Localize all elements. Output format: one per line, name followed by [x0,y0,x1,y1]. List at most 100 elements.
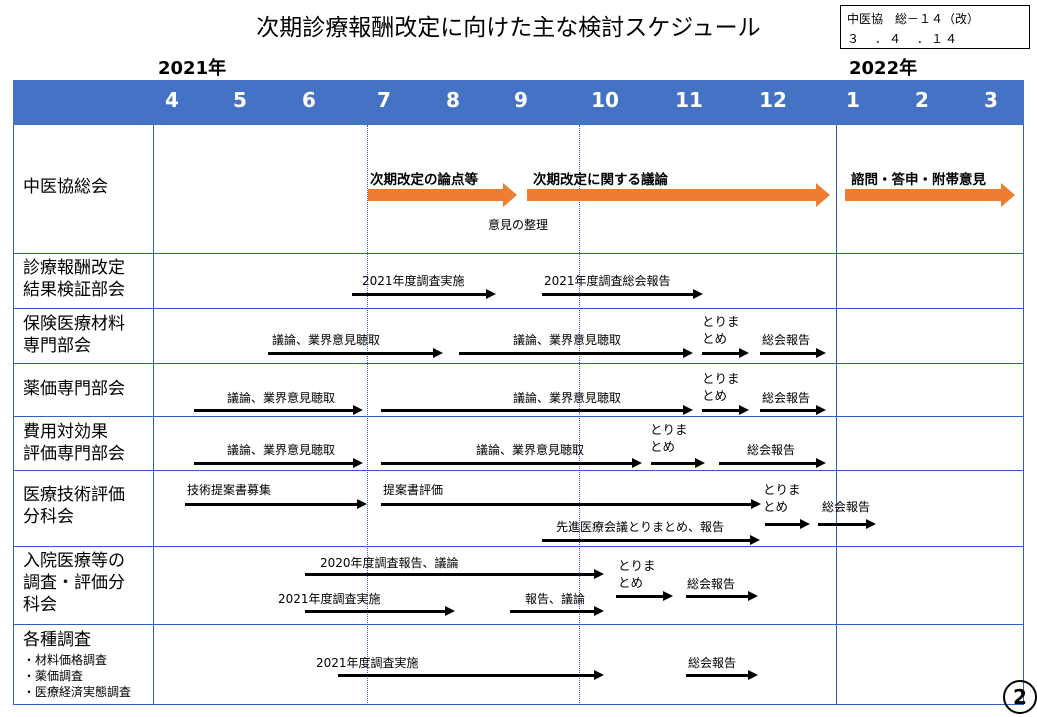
orange-timeline-arrow [368,183,517,207]
timeline-arrow [765,519,810,529]
timeline-arrow [686,670,758,680]
timeline-arrow [760,348,826,358]
timeline-arrow [542,535,760,545]
row-label: 各種調査 [23,630,91,650]
timeline-label: 提案書評価 [383,483,444,497]
timeline-label: 報告、議論 [525,592,586,606]
timeline-arrow [616,591,673,601]
month-label: 9 [514,88,528,112]
row-divider [13,416,1024,417]
timeline-arrow [702,405,749,415]
timeline-label: 2021年度調査総会報告 [544,274,671,288]
row-divider [13,470,1024,471]
orange-timeline-arrow [845,183,1015,207]
month-label: 2 [915,88,929,112]
timeline-arrow [459,348,693,358]
timeline-label: 2021年度調査実施 [362,274,465,288]
row-label: 薬価専門部会 [23,379,125,399]
month-label: 1 [846,88,860,112]
timeline-arrow [268,348,443,358]
doc-ref-date: ３ ．４ ．１４ [847,32,960,46]
row-divider [13,624,1024,625]
timeline-label: 総会報告 [747,443,796,457]
timeline-label: とりまとめ [650,422,688,454]
timeline-label: 議論、業界意見聴取 [227,443,336,457]
page-title: 次期診療報酬改定に向けた主な検討スケジュール [256,15,761,41]
month-header-band [13,80,1024,125]
timeline-arrow [352,289,496,299]
timeline-label: 先進医療会議とりまとめ、報告 [556,520,725,534]
survey-sub-item: ・医療経済実態調査 [23,685,132,699]
timeline-arrow [194,405,363,415]
timeline-arrow [381,499,761,509]
timeline-label: 総会報告 [762,333,811,347]
timeline-arrow [381,458,642,468]
month-label: 5 [233,88,247,112]
timeline-label: 次期改定の論点等 [370,172,478,188]
doc-ref-line1: 中医協 総－１４（改） [847,12,980,26]
timeline-label: 諮問・答申・附帯意見 [851,172,986,188]
month-label: 7 [377,88,391,112]
timeline-arrow [305,569,604,579]
timeline-arrow [686,591,758,601]
timeline-arrow [338,670,604,680]
year-label-2021: 2021年 [158,58,227,79]
timeline-arrow [542,289,703,299]
timeline-label: とりまとめ [618,558,656,590]
timeline-arrow [510,606,604,616]
row-divider [13,546,1024,547]
month-label: 8 [446,88,460,112]
survey-sub-item: ・材料価格調査 [23,653,108,667]
timeline-label: 総会報告 [688,656,737,670]
page-number: 2 [1003,680,1037,714]
month-label: 3 [984,88,998,112]
timeline-arrow [651,458,705,468]
timeline-arrow [702,348,749,358]
timeline-arrow [760,405,826,415]
timeline-label: 議論、業界意見聴取 [272,333,381,347]
timeline-label: 議論、業界意見聴取 [476,443,585,457]
month-label: 10 [591,88,619,112]
timeline-label: 総会報告 [762,391,811,405]
month-label: 11 [675,88,703,112]
timeline-label: 2021年度調査実施 [278,592,381,606]
timeline-arrow [185,499,367,509]
timeline-label: 議論、業界意見聴取 [227,391,336,405]
timeline-arrow [305,606,455,616]
timeline-arrow [719,458,826,468]
month-label: 12 [759,88,787,112]
row-label: 保険医療材料 専門部会 [23,314,125,356]
milestone-dotted-line [367,125,368,705]
row-label: 入院医療等の 調査・評価分 科会 [23,551,125,615]
row-label: 費用対効果 評価専門部会 [23,422,125,464]
row-divider [13,308,1024,309]
document-reference-box: 中医協 総－１４（改） ３ ．４ ．１４ [840,5,1030,49]
timeline-label: 議論、業界意見聴取 [513,333,622,347]
milestone-dotted-line [579,125,580,705]
timeline-label: 総会報告 [822,500,871,514]
row-divider [13,253,1024,254]
orange-timeline-arrow [527,183,830,207]
timeline-label: 2020年度調査報告、議論 [320,556,459,570]
timeline-note: 意見の整理 [488,218,549,232]
row-label: 診療報酬改定 結果検証部会 [23,258,125,300]
row-divider [13,363,1024,364]
timeline-label: 議論、業界意見聴取 [513,391,622,405]
schedule-grid [13,125,1024,705]
row-label: 中医協総会 [23,177,108,197]
month-label: 4 [165,88,179,112]
timeline-arrow [194,458,363,468]
fiscal-year-divider [836,125,837,705]
year-label-2022: 2022年 [849,58,918,79]
timeline-label: とりまとめ [763,482,801,514]
month-label: 6 [302,88,316,112]
label-column-divider [153,125,154,705]
timeline-arrow [818,519,876,529]
timeline-label: 総会報告 [687,577,736,591]
timeline-label: 技術提案書募集 [187,483,272,497]
timeline-label: とりまとめ [702,371,740,403]
timeline-label: 2021年度調査実施 [316,656,419,670]
survey-sub-item: ・薬価調査 [23,669,84,683]
timeline-label: とりまとめ [702,314,740,346]
